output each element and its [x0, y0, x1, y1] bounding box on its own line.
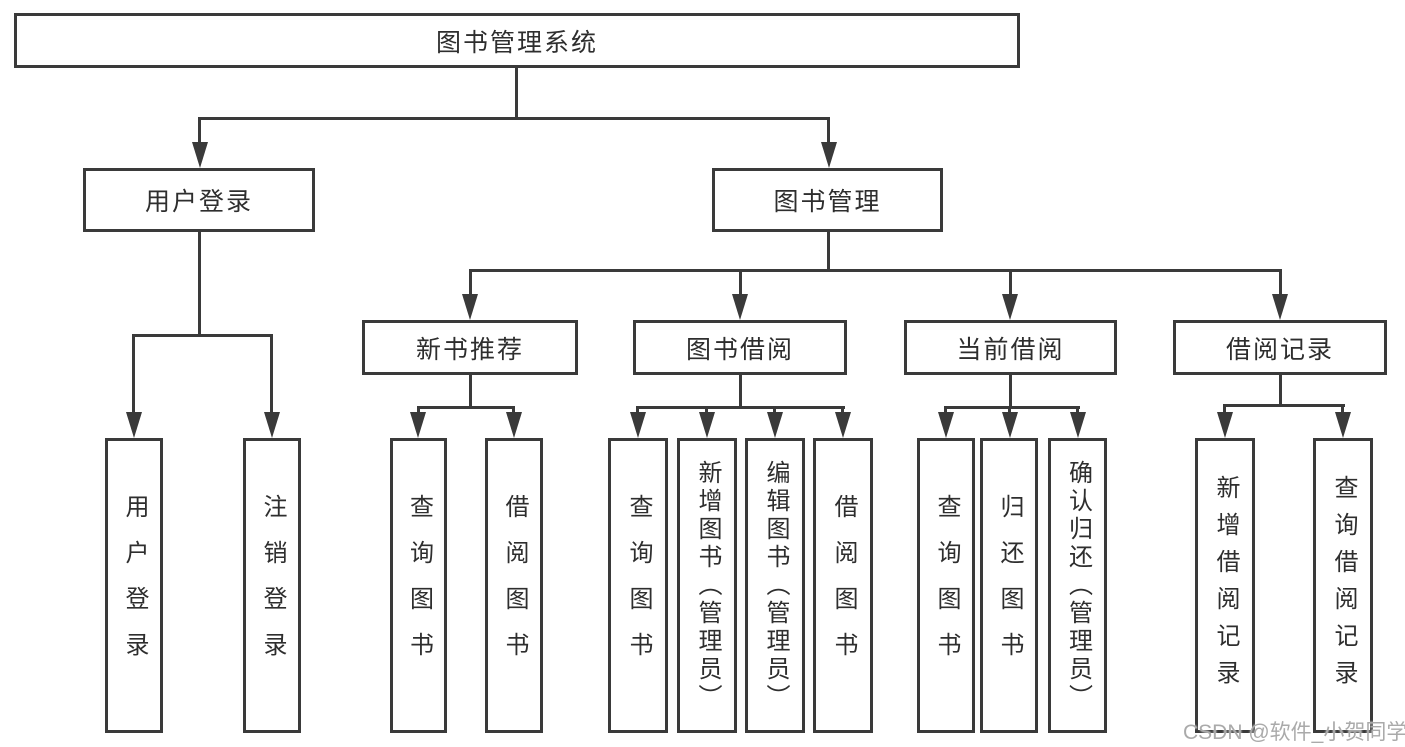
node-user-login-label: 用户登录: [144, 188, 253, 216]
connector-line: [198, 117, 201, 147]
connector-line: [469, 375, 472, 409]
arrow-down-icon: [1217, 412, 1233, 438]
node-root-label: 图书管理系统: [435, 28, 598, 57]
node-current-borrow-label: 当前借阅: [956, 335, 1065, 364]
leaf-add-books-admin: 新增图书（管理员）: [677, 438, 737, 733]
connector-line: [198, 232, 201, 337]
leaf-query-borrow-record: 查询借阅记录: [1313, 438, 1373, 733]
connector-line: [198, 117, 830, 120]
leaf-borrow-books-1-label: 借阅图书: [501, 493, 528, 678]
connector-line: [515, 68, 518, 120]
node-new-book-recommend-label: 新书推荐: [415, 335, 524, 364]
node-borrow-records-label: 借阅记录: [1225, 335, 1334, 364]
node-book-borrow: 图书借阅: [633, 320, 847, 375]
leaf-borrow-books-1: 借阅图书: [485, 438, 543, 733]
arrow-down-icon: [699, 412, 715, 438]
node-borrow-records: 借阅记录: [1173, 320, 1387, 375]
leaf-borrow-books-2-label: 借阅图书: [830, 493, 857, 678]
arrow-down-icon: [1002, 294, 1018, 320]
connector-line: [827, 117, 830, 147]
arrow-down-icon: [410, 412, 426, 438]
node-root: 图书管理系统: [14, 13, 1020, 68]
leaf-add-borrow-record: 新增借阅记录: [1195, 438, 1255, 733]
leaf-edit-books-admin: 编辑图书（管理员）: [745, 438, 805, 733]
leaf-confirm-return-admin-label: 确认归还（管理员）: [1064, 459, 1092, 712]
leaf-confirm-return-admin: 确认归还（管理员）: [1048, 438, 1107, 733]
arrow-down-icon: [264, 412, 280, 438]
leaf-return-books: 归还图书: [980, 438, 1038, 733]
leaf-query-books-1-label: 查询图书: [405, 493, 433, 678]
connector-line: [132, 334, 135, 420]
node-current-borrow: 当前借阅: [904, 320, 1117, 375]
node-book-management-label: 图书管理: [773, 188, 882, 216]
connector-line: [469, 269, 1281, 272]
arrow-down-icon: [1002, 412, 1018, 438]
leaf-user-login-label: 用户登录: [121, 493, 148, 678]
watermark: CSDN @软件_小贺同学: [1183, 721, 1405, 744]
connector-line: [739, 375, 742, 409]
leaf-query-books-3-label: 查询图书: [933, 493, 960, 678]
connector-line: [1279, 269, 1282, 298]
connector-line: [1009, 375, 1012, 409]
arrow-down-icon: [192, 142, 208, 168]
connector-line: [469, 269, 472, 298]
leaf-query-books-1: 查询图书: [390, 438, 447, 733]
node-book-management: 图书管理: [712, 168, 943, 232]
connector-line: [132, 334, 273, 337]
node-book-borrow-label: 图书借阅: [685, 335, 794, 364]
arrow-down-icon: [1272, 294, 1288, 320]
leaf-query-books-2-label: 查询图书: [625, 493, 652, 678]
leaf-query-books-3: 查询图书: [917, 438, 975, 733]
arrow-down-icon: [126, 412, 142, 438]
arrow-down-icon: [462, 294, 478, 320]
node-user-login: 用户登录: [83, 168, 315, 232]
connector-line: [739, 269, 742, 298]
connector-line: [637, 406, 845, 409]
leaf-return-books-label: 归还图书: [996, 493, 1023, 678]
leaf-user-login: 用户登录: [105, 438, 163, 733]
leaf-add-borrow-record-label: 新增借阅记录: [1212, 474, 1239, 697]
arrow-down-icon: [1335, 412, 1351, 438]
connector-line: [827, 232, 830, 272]
arrow-down-icon: [506, 412, 522, 438]
node-new-book-recommend: 新书推荐: [362, 320, 578, 375]
leaf-borrow-books-2: 借阅图书: [813, 438, 873, 733]
leaf-query-borrow-record-label: 查询借阅记录: [1330, 474, 1357, 697]
connector-line: [270, 334, 273, 420]
arrow-down-icon: [1070, 412, 1086, 438]
arrow-down-icon: [767, 412, 783, 438]
arrow-down-icon: [630, 412, 646, 438]
leaf-logout-label: 注销登录: [259, 493, 286, 678]
leaf-query-books-2: 查询图书: [608, 438, 668, 733]
leaf-edit-books-admin-label: 编辑图书（管理员）: [762, 459, 789, 712]
leaf-add-books-admin-label: 新增图书（管理员）: [694, 459, 721, 712]
connector-line: [1009, 269, 1012, 298]
connector-line: [1223, 404, 1345, 407]
connector-line: [944, 406, 1080, 409]
arrow-down-icon: [732, 294, 748, 320]
connector-line: [417, 406, 515, 409]
connector-line: [1279, 375, 1282, 407]
leaf-logout: 注销登录: [243, 438, 301, 733]
arrow-down-icon: [821, 142, 837, 168]
arrow-down-icon: [835, 412, 851, 438]
arrow-down-icon: [938, 412, 954, 438]
